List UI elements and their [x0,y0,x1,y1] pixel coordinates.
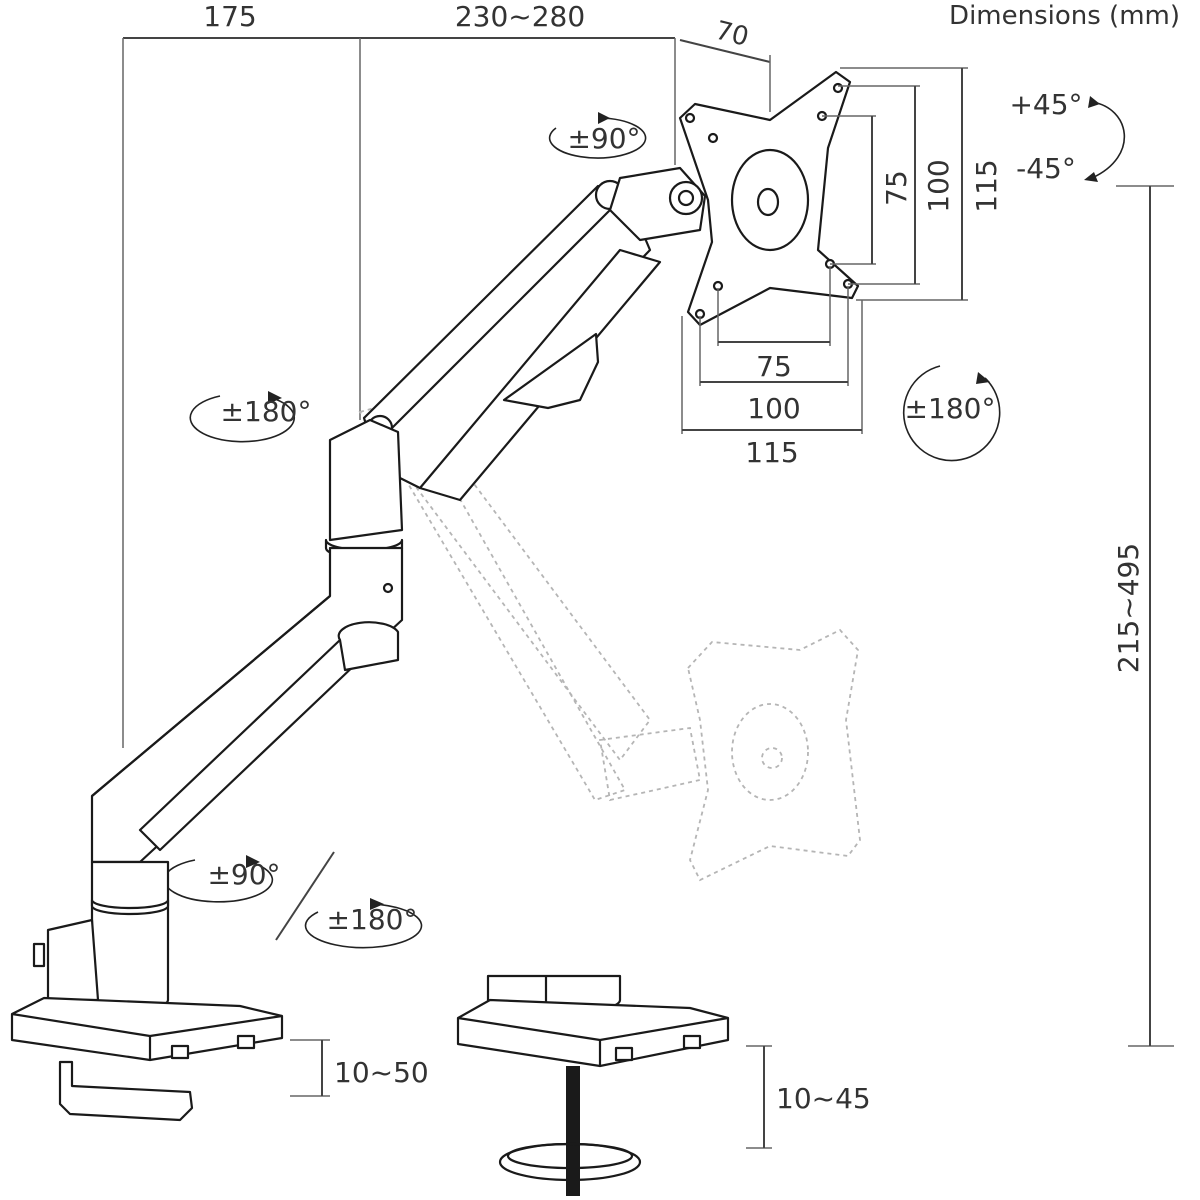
base-swivel-label: ±90° [207,858,280,891]
dim-plate-width: 115 [745,436,798,469]
screen-rotate-label: ±180° [905,392,996,425]
elbow-swivel-label: ±180° [221,395,312,428]
dim-clamp-range: 10~50 [334,1056,429,1089]
badge-separator [275,851,335,941]
head-swivel-badge [548,112,647,159]
tilt-down-label: -45° [1016,152,1076,185]
clamp-dimension-lines [290,1039,330,1097]
dim-plate-height: 115 [970,159,1003,212]
clamp-base [10,918,284,1122]
monitor-arm [90,166,707,1012]
tilt-up-label: +45° [1009,88,1082,121]
dim-height-range: 215~495 [1112,543,1145,673]
dim-vesa-vert-outer: 100 [922,159,955,212]
dim-vesa-horiz-outer: 100 [747,392,800,425]
vesa-dimension-lines [681,67,968,434]
tilt-rotation-arrow [1084,96,1126,182]
pole-swivel-label: ±180° [327,903,418,936]
top-dimension-lines [122,37,771,748]
dim-arm-reach: 230~280 [455,0,585,33]
dim-vesa-vert-inner: 75 [880,170,913,206]
grommet-base [456,974,730,1196]
dim-base-to-pole: 175 [203,0,256,33]
pole-swivel-badge [304,898,423,949]
grommet-dimension-lines [746,1045,772,1149]
dim-vesa-horiz-inner: 75 [756,350,792,383]
vesa-plate [678,70,860,327]
dim-grommet-range: 10~45 [776,1082,871,1115]
dimensions-title: Dimensions (mm) [949,1,1180,31]
height-dimension-lines [1116,185,1174,1047]
elbow-swivel-badge [189,391,295,443]
dim-head-offset: 70 [712,16,751,53]
screen-rotate-badge [902,365,1001,462]
head-swivel-label: ±90° [567,122,640,155]
